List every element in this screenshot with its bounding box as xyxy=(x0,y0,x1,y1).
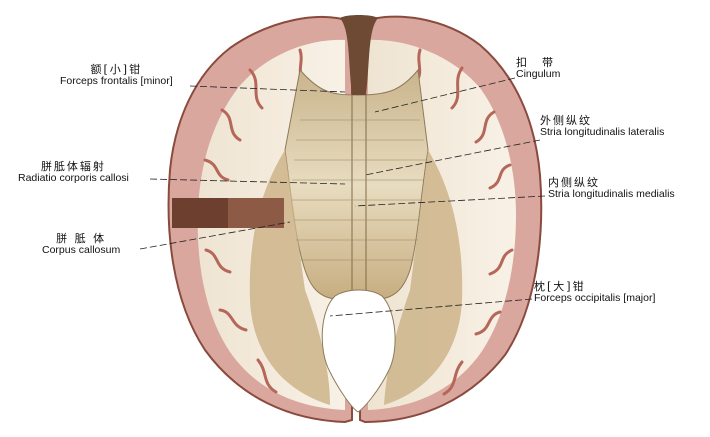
fiber-lines xyxy=(292,95,426,300)
label-cingulum-en: Cingulum xyxy=(516,68,561,81)
label-forceps-frontalis-zh: 额[小]钳 xyxy=(90,63,143,76)
label-stria-medialis-zh: 内侧纵纹 xyxy=(548,176,600,189)
label-stria-medialis: 内侧纵纹 Stria longitudinalis medialis xyxy=(548,176,675,201)
label-corpus-callosum-en: Corpus callosum xyxy=(42,244,121,257)
label-forceps-occipitalis: 枕[大]钳 Forceps occipitalis [major] xyxy=(534,280,656,305)
label-forceps-frontalis: 额[小]钳 Forceps frontalis [minor] xyxy=(60,63,173,88)
label-cingulum: 扣 带 Cingulum xyxy=(516,56,561,81)
label-corpus-callosum-zh: 胼 胝 体 xyxy=(56,232,107,245)
label-forceps-frontalis-en: Forceps frontalis [minor] xyxy=(60,75,173,88)
label-forceps-occipitalis-zh: 枕[大]钳 xyxy=(534,280,586,293)
label-cingulum-zh: 扣 带 xyxy=(516,56,555,69)
label-stria-lateralis-en: Stria longitudinalis lateralis xyxy=(540,126,665,139)
gyri xyxy=(203,48,514,396)
label-stria-lateralis: 外侧纵纹 Stria longitudinalis lateralis xyxy=(540,114,665,139)
label-corpus-callosum: 胼 胝 体 Corpus callosum xyxy=(42,232,121,257)
label-radiatio-zh: 胼胝体辐射 xyxy=(40,160,106,173)
longitudinal-fissure xyxy=(321,15,396,413)
label-stria-medialis-en: Stria longitudinalis medialis xyxy=(548,188,675,201)
label-radiatio-en: Radiatio corporis callosi xyxy=(18,172,129,185)
leader-lines xyxy=(139,77,546,317)
label-forceps-occipitalis-en: Forceps occipitalis [major] xyxy=(534,292,656,305)
corpus-callosum xyxy=(249,68,463,405)
label-stria-lateralis-zh: 外侧纵纹 xyxy=(540,114,592,127)
label-radiatio: 胼胝体辐射 Radiatio corporis callosi xyxy=(18,160,129,185)
cut-section-dark xyxy=(172,198,228,228)
